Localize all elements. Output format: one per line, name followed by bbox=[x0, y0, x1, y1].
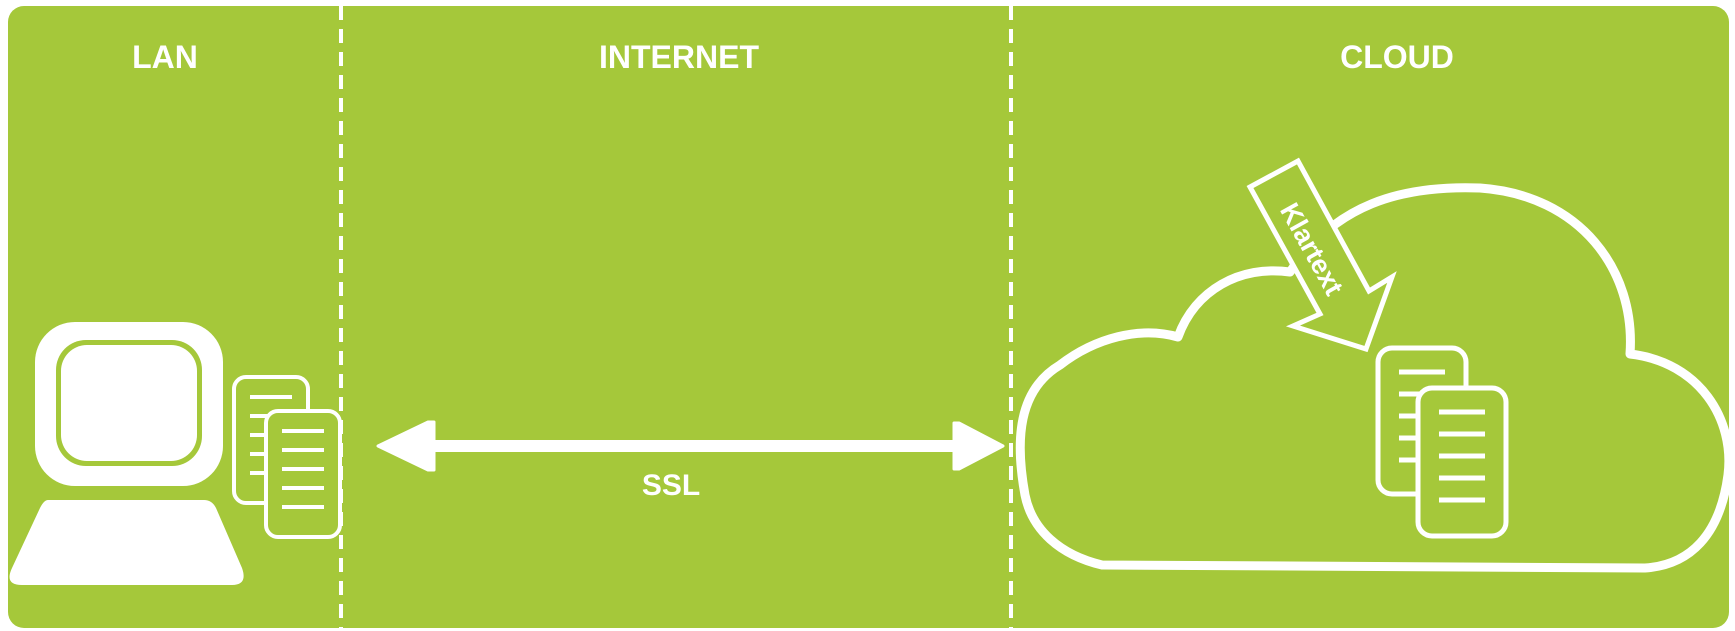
cloud-documents-icon bbox=[1375, 345, 1509, 539]
zone-title-cloud: CLOUD bbox=[1340, 39, 1454, 75]
computer-icon bbox=[9, 322, 244, 585]
klartext-arrow bbox=[1246, 157, 1397, 353]
zone-title-internet: INTERNET bbox=[599, 39, 759, 75]
zone-title-lan: LAN bbox=[132, 39, 198, 75]
ssl-double-arrow bbox=[376, 420, 1005, 472]
ssl-label: SSL bbox=[642, 469, 700, 502]
documents-icon bbox=[232, 375, 342, 539]
cloud-shape bbox=[1015, 183, 1734, 573]
